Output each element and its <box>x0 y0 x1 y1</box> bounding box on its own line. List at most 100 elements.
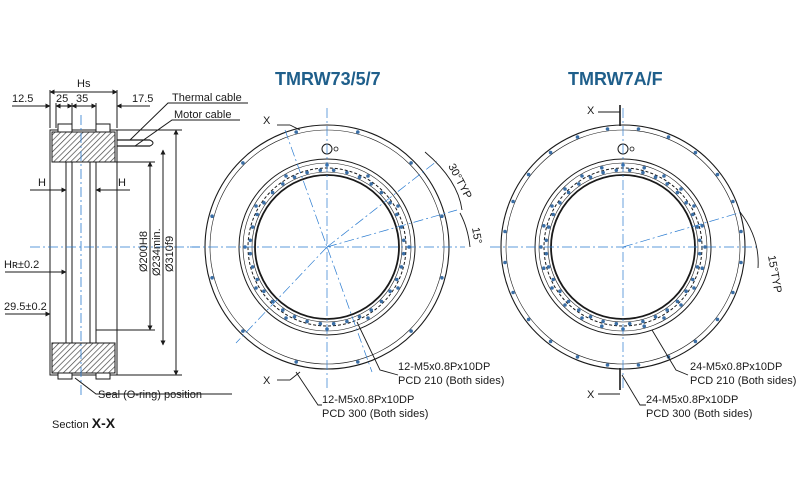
right-inner-holes-spec: 24-M5x0.8Px10DP <box>690 361 782 373</box>
left-tooth <box>281 182 285 186</box>
left-tooth <box>379 299 384 304</box>
right-tooth <box>546 225 551 229</box>
right-tooth <box>614 168 619 173</box>
right-inner-bolt-hole <box>550 204 554 208</box>
left-angle-30: 30°TYP <box>445 162 473 201</box>
right-tooth <box>641 319 645 324</box>
right-tooth <box>695 225 700 229</box>
section-hatch-bottom <box>51 342 116 374</box>
left-tooth <box>388 289 392 294</box>
left-tooth <box>255 212 259 217</box>
left-outer-holes-spec: 12-M5x0.8Px10DP <box>322 394 414 406</box>
right-tooth <box>691 212 695 217</box>
right-outer-bolt-hole <box>548 150 553 155</box>
right-tooth <box>546 265 551 269</box>
left-tooth <box>345 170 349 175</box>
right-outer-bolt-hole <box>636 127 641 131</box>
left-tooth <box>292 175 297 179</box>
right-outer-bolt-hole <box>739 260 743 265</box>
right-inner-bolt-hole <box>662 174 666 178</box>
right-tooth <box>675 299 680 304</box>
right-tooth <box>684 289 688 294</box>
right-outer-bolt-hole <box>693 339 698 344</box>
right-outer-bolt-hole <box>511 290 515 295</box>
section-body <box>49 129 118 376</box>
right-outer-bolt-hole <box>526 172 531 177</box>
right-outer-bolt-hole <box>739 229 743 234</box>
right-inner-bolt-hole <box>700 224 704 228</box>
right-radial-line <box>622 211 743 248</box>
section-hatch-top <box>51 131 116 163</box>
left-tooth <box>318 321 323 326</box>
right-outer-bolt-hole <box>511 199 515 204</box>
right-tooth <box>558 201 562 205</box>
left-tooth <box>250 265 255 269</box>
left-section-line <box>284 129 373 373</box>
left-x-bottom: X <box>263 375 271 387</box>
left-radial-line-lower <box>235 246 328 344</box>
left-x-top: X <box>263 115 271 127</box>
dim-25: 25 <box>56 93 68 105</box>
left-tooth <box>262 201 266 205</box>
left-inner-bolt-hole <box>254 286 258 290</box>
left-outer-bolt-hole <box>356 130 360 134</box>
dim-dia-200: Ø200H8 <box>138 231 150 272</box>
right-tooth <box>544 238 549 243</box>
right-tooth <box>665 308 669 312</box>
right-tooth <box>653 175 658 179</box>
left-radial-line-30 <box>326 160 438 248</box>
left-outer-bolt-hole <box>210 276 214 280</box>
section-view <box>5 89 248 395</box>
right-inner-bolt-hole <box>692 204 696 208</box>
right-outer-bolt-hole <box>731 199 735 204</box>
right-outer-bolt-hole <box>731 290 735 295</box>
right-tooth <box>627 321 632 326</box>
left-tooth <box>395 277 399 282</box>
right-tooth <box>588 315 593 319</box>
right-angle-15: 15°TYP <box>765 254 783 294</box>
right-outer-bolt-hole <box>503 229 507 234</box>
right-outer-bolt-hole <box>693 150 698 155</box>
left-outer-bolt-hole <box>440 214 444 218</box>
left-outer-bolt-hole <box>409 161 413 165</box>
left-inner-bolt-hole <box>284 316 288 320</box>
left-tooth <box>262 289 266 294</box>
dim-35: 35 <box>76 93 88 105</box>
dim-dia-234: Ø234min. <box>151 228 163 276</box>
left-tooth <box>270 190 275 195</box>
dim-h-left: H <box>38 177 46 189</box>
bolt-holes <box>210 127 743 367</box>
right-inner-bolt-hole <box>580 316 584 320</box>
right-inner-bolt-hole <box>563 303 567 307</box>
right-tooth <box>577 308 581 312</box>
right-tooth <box>601 170 605 175</box>
left-tooth <box>399 265 404 269</box>
left-tooth <box>248 238 253 243</box>
left-radial-line-15 <box>326 209 458 248</box>
right-inner-bolt-hole <box>550 286 554 290</box>
left-inner-bolt-hole <box>366 174 370 178</box>
thermal-cable-label: Thermal cable <box>172 92 242 104</box>
right-view-title: TMRW7A/F <box>568 69 663 89</box>
right-outer-bolt-hole <box>666 135 671 139</box>
left-tooth <box>270 299 275 304</box>
left-tooth <box>305 319 309 324</box>
left-outer-bolt-hole <box>356 360 360 364</box>
right-x-top: X <box>587 105 595 117</box>
left-angle-15: 15° <box>469 226 484 244</box>
dim-dia-310: Ø310f9 <box>164 236 176 272</box>
right-inner-bolt-hole <box>542 266 546 271</box>
right-tooth <box>684 201 688 205</box>
right-tooth <box>695 265 700 269</box>
right-inner-bolt-hole <box>703 245 707 249</box>
left-tooth <box>318 168 323 173</box>
right-tooth <box>577 182 581 186</box>
left-inner-bolt-hole <box>366 316 370 320</box>
right-annotations <box>598 105 759 406</box>
right-outer-bolt-hole <box>605 127 610 131</box>
right-inner-bolt-hole <box>700 266 704 271</box>
right-tooth <box>697 238 702 243</box>
left-inner-holes-spec: 12-M5x0.8Px10DP <box>398 361 490 373</box>
right-inner-bolt-hole <box>563 187 567 191</box>
